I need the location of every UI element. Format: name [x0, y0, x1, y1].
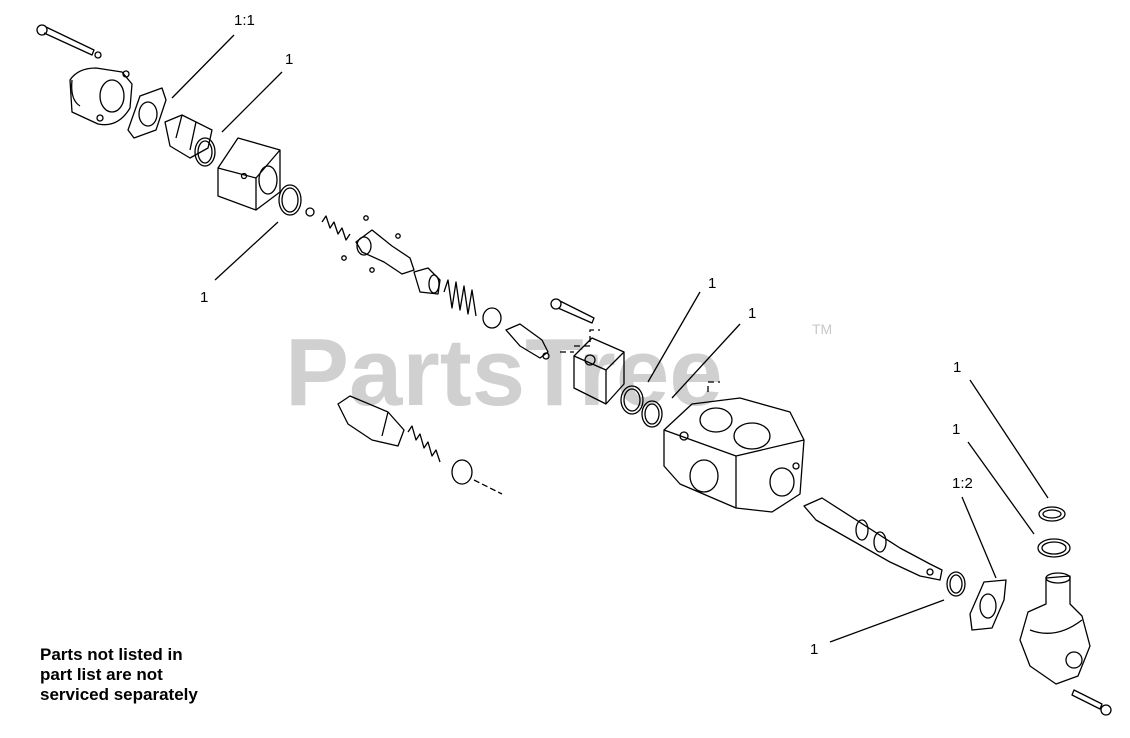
leader-line	[171, 34, 235, 99]
callout-label: 1	[952, 421, 960, 438]
gasket	[969, 579, 1007, 631]
note-line: part list are not	[40, 665, 163, 684]
callout-label: 1	[810, 641, 818, 658]
o-ring	[194, 137, 216, 167]
leader-line	[967, 441, 1035, 535]
spring-cap	[482, 307, 502, 329]
bolt-bottom	[1071, 689, 1112, 716]
leader-line	[969, 379, 1049, 499]
callout-label: 1	[200, 289, 208, 306]
sleeve	[164, 114, 213, 159]
bolt-middle	[550, 298, 595, 324]
detent-balls	[341, 215, 401, 273]
end-housing	[1019, 572, 1091, 685]
o-ring	[278, 184, 302, 216]
watermark-trademark: TM	[812, 321, 832, 337]
callout-label: 1	[953, 359, 961, 376]
spring-large	[443, 279, 477, 317]
gasket	[127, 87, 167, 139]
callout-label: 1:2	[952, 475, 973, 492]
o-ring	[1037, 538, 1071, 558]
callout-label: 1	[285, 51, 293, 68]
o-ring	[1038, 506, 1066, 522]
square-block	[217, 137, 281, 211]
leader-line	[829, 599, 945, 643]
cup	[413, 267, 441, 295]
leader-line	[671, 323, 741, 399]
spring-small	[321, 215, 351, 241]
leader-line	[961, 496, 997, 579]
o-ring	[641, 400, 663, 428]
callout-label: 1:1	[234, 12, 255, 29]
mounting-block	[573, 337, 625, 405]
spool-assembly	[337, 395, 503, 495]
note-line: Parts not listed in	[40, 645, 183, 664]
spool-end	[505, 323, 550, 360]
service-note: Parts not listed in part list are not se…	[40, 645, 270, 705]
o-ring	[620, 385, 644, 415]
callout-label: 1	[708, 275, 716, 292]
leader-line	[214, 221, 279, 281]
callout-label: 1	[748, 305, 756, 322]
o-ring	[946, 571, 966, 597]
end-cap-housing	[69, 67, 133, 126]
assembly-line	[560, 329, 600, 353]
valve-body	[663, 397, 805, 513]
spool-rod	[803, 497, 943, 581]
plunger	[355, 229, 415, 275]
bolt-top	[36, 24, 102, 59]
leader-line	[221, 71, 283, 133]
assembly-line	[707, 381, 720, 392]
watermark-logo: PartsTree	[285, 319, 723, 426]
note-line: serviced separately	[40, 685, 198, 704]
leader-line	[647, 291, 701, 383]
ball	[305, 207, 315, 217]
